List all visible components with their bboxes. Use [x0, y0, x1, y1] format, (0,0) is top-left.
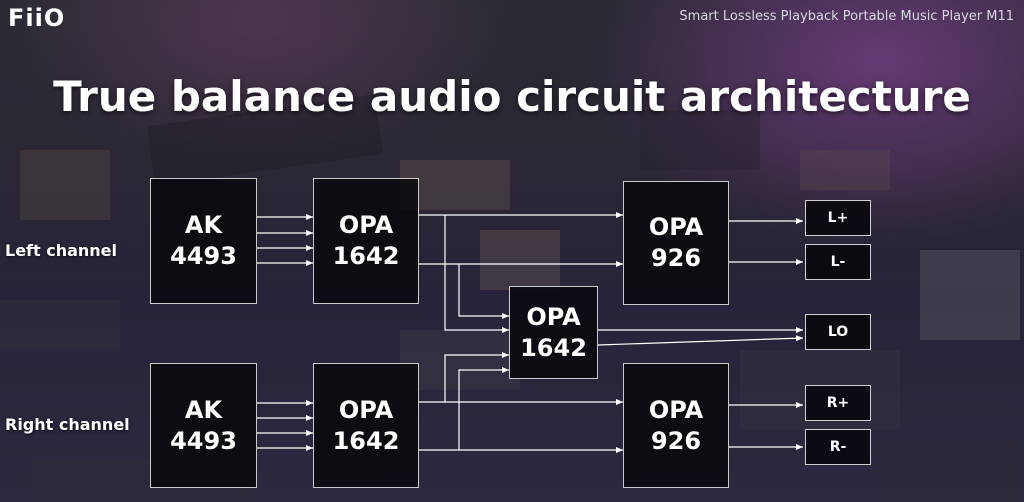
- chip-model: 926: [650, 244, 702, 272]
- chip-model: 4493: [170, 426, 237, 455]
- opa1642-mid-block: OPA 1642: [509, 286, 598, 379]
- opa1642-left-block: OPA 1642: [313, 178, 419, 304]
- chip-brand: OPA: [648, 395, 704, 424]
- chip-model: 926: [650, 426, 702, 455]
- ak4493-right-block: AK 4493: [150, 363, 257, 488]
- product-subtitle: Smart Lossless Playback Portable Music P…: [679, 9, 1014, 24]
- output-l-plus: L+: [805, 200, 871, 236]
- chip-model: 4493: [170, 242, 237, 270]
- chip-model: 1642: [332, 242, 400, 270]
- ak4493-left-block: AK 4493: [150, 178, 257, 304]
- opa926-left-block: OPA 926: [623, 181, 729, 305]
- opa1642-right-block: OPA 1642: [313, 363, 419, 488]
- page-title: True balance audio circuit architecture: [53, 72, 971, 121]
- chip-brand: AK: [184, 211, 223, 239]
- chip-model: 1642: [332, 426, 400, 455]
- opa926-right-block: OPA 926: [623, 363, 729, 488]
- output-lo: LO: [805, 314, 871, 350]
- output-l-minus: L-: [805, 244, 871, 280]
- fiio-logo: FiiO: [8, 4, 66, 32]
- right-channel-label: Right channel: [5, 415, 130, 434]
- chip-brand: OPA: [648, 213, 704, 241]
- output-r-plus: R+: [805, 385, 871, 421]
- chip-model: 1642: [520, 333, 587, 362]
- chip-brand: OPA: [338, 395, 394, 424]
- chip-brand: AK: [184, 395, 223, 424]
- chip-brand: OPA: [338, 211, 394, 239]
- left-channel-label: Left channel: [5, 241, 118, 260]
- output-r-minus: R-: [805, 429, 871, 465]
- chip-brand: OPA: [526, 302, 581, 331]
